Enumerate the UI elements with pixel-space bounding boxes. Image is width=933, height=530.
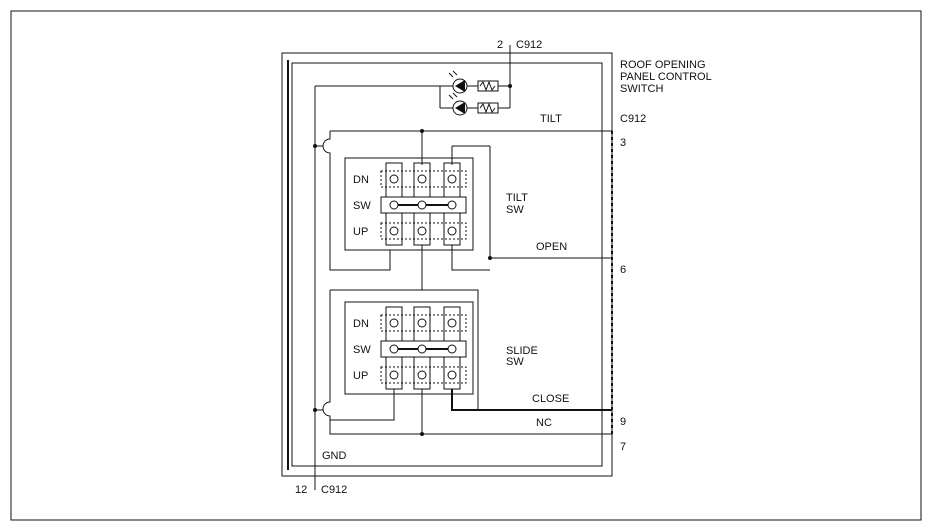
tilt-sw-row-label: SW (353, 200, 371, 212)
pin-9-label: 9 (620, 416, 626, 428)
open-label: OPEN (536, 241, 567, 253)
tilt-sw-label-1: TILT (506, 192, 528, 204)
led-2-rays (448, 92, 458, 100)
wire-tilt-loop (322, 131, 391, 271)
tilt-sw-c3 (447, 200, 457, 210)
tilt-dn-c3 (447, 174, 457, 184)
tilt-dn-row (380, 170, 467, 188)
tilt-sw-c2 (417, 200, 427, 210)
tilt-dn-c2 (417, 174, 427, 184)
tilt-dn-c1 (389, 174, 399, 184)
diagram-frame (10, 10, 922, 521)
slide-up-c2 (417, 370, 427, 380)
title-line-1: ROOF OPENING (620, 59, 706, 71)
slide-sw-label-2: SW (506, 356, 524, 368)
pin-3-label: 3 (620, 137, 626, 149)
tilt-up-c2 (417, 226, 427, 236)
slide-sw-c3 (447, 344, 457, 354)
close-label: CLOSE (532, 393, 569, 405)
junction-open (488, 256, 492, 260)
gnd-label: GND (322, 450, 347, 462)
title-line-3: SWITCH (620, 83, 663, 95)
tilt-sw-c1 (389, 200, 399, 210)
switch-housing-outer (281, 52, 613, 477)
resistor-1-zigzag (479, 80, 496, 92)
bottom-connector-label: C912 (321, 484, 347, 496)
nc-label: NC (536, 417, 552, 429)
top-pin-number: 2 (497, 39, 503, 51)
wire-nc-loop (322, 290, 612, 435)
slide-sw-label-1: SLIDE (506, 345, 538, 357)
slide-up-label: UP (353, 370, 368, 382)
led-1-symbol (455, 80, 465, 92)
title-line-2: PANEL CONTROL (620, 71, 712, 83)
tilt-up-c3 (447, 226, 457, 236)
top-connector-label: C912 (516, 39, 542, 51)
slide-dn-c1 (389, 318, 399, 328)
tilt-line-label: TILT (540, 113, 562, 125)
tilt-up-label: UP (353, 226, 368, 238)
bottom-pin-number: 12 (295, 484, 307, 496)
pin-7-label: 7 (620, 441, 626, 453)
slide-dn-c3 (447, 318, 457, 328)
slide-sw-c1 (389, 344, 399, 354)
wire-tilt-up-out (451, 245, 490, 271)
slide-dn-c2 (417, 318, 427, 328)
tilt-up-c1 (389, 226, 399, 236)
led-1-rays (448, 70, 458, 78)
slide-sw-row-label: SW (353, 344, 371, 356)
slide-up-c3 (447, 370, 457, 380)
wire-slide-left (330, 389, 395, 421)
slide-up-c1 (389, 370, 399, 380)
tilt-dn-label: DN (353, 174, 369, 186)
slide-switch-box (344, 301, 474, 395)
slide-up-row (380, 366, 467, 384)
slide-dn-row (380, 314, 467, 332)
wire-tilt-mid (421, 245, 479, 410)
led-2-symbol (455, 102, 465, 114)
resistor-2-zigzag (479, 102, 496, 114)
tilt-sw-label-2: SW (506, 204, 524, 216)
switch-housing-inner (291, 62, 603, 467)
slide-dn-label: DN (353, 318, 369, 330)
wire-close (451, 389, 612, 411)
slide-sw-c2 (417, 344, 427, 354)
pin-6-label: 6 (620, 264, 626, 276)
tilt-connector-label: C912 (620, 113, 646, 125)
tilt-switch-box (344, 157, 474, 251)
tilt-up-row (380, 222, 467, 240)
